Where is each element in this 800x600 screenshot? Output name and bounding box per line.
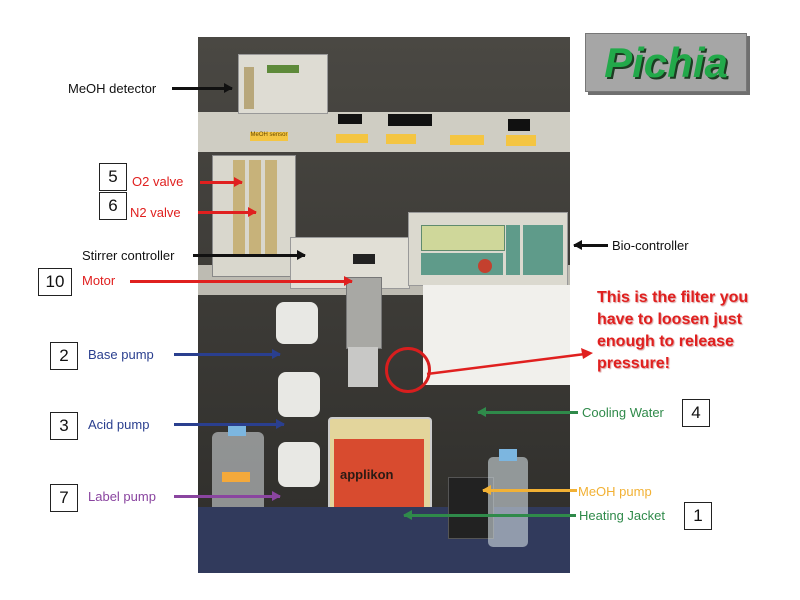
label-cooling-water: Cooling Water xyxy=(582,405,664,420)
arrow-motor xyxy=(130,276,353,286)
bottle-cap xyxy=(499,449,517,461)
label-bio-controller: Bio-controller xyxy=(612,238,689,253)
bio-controller-keypad xyxy=(523,225,563,275)
arrow-meoh-detector xyxy=(172,83,233,93)
label-n2-valve: N2 valve xyxy=(130,205,181,220)
number-box-label-pump: 7 xyxy=(50,484,78,512)
label-label-pump: Label pump xyxy=(88,489,156,504)
binder-clip xyxy=(338,114,362,124)
flowmeter xyxy=(244,67,254,109)
label-acid-pump: Acid pump xyxy=(88,417,150,432)
shelf-tag xyxy=(450,135,484,145)
arrow-n2-valve xyxy=(198,207,257,217)
bottle-label xyxy=(222,472,250,482)
filter-pointer-arrow xyxy=(426,348,593,376)
number-box-base-pump: 2 xyxy=(50,342,78,370)
acid-pump-device xyxy=(278,372,320,417)
meoh-bottle xyxy=(488,449,528,547)
shelf-tag xyxy=(506,135,536,146)
filter-note: This is the filter you have to loosen ju… xyxy=(597,287,748,375)
label-heating-jacket: Heating Jacket xyxy=(579,508,665,523)
flowmeter-tube xyxy=(233,160,245,256)
arrow-meoh-pump xyxy=(482,485,577,495)
arrow-acid-pump xyxy=(174,419,285,429)
label-stirrer-controller: Stirrer controller xyxy=(82,248,175,263)
sticker xyxy=(478,259,492,273)
motor-device xyxy=(346,277,382,349)
arrow-bio-controller xyxy=(573,240,608,250)
label-meoh-detector: MeOH detector xyxy=(68,81,157,96)
filter-note-line: enough to release xyxy=(597,333,734,350)
vessel-brand: applikon xyxy=(340,467,394,482)
arrow-o2-valve xyxy=(200,177,243,187)
label-pump-device xyxy=(278,442,320,487)
number-box-cooling-water: 4 xyxy=(682,399,710,427)
paper-sheet xyxy=(423,285,570,385)
arrow-cooling-water xyxy=(477,407,578,417)
bioreactor-photo: MeOH sensor applikon xyxy=(198,37,570,573)
bio-controller-keys xyxy=(506,225,520,275)
arrow-label-pump xyxy=(174,491,281,501)
label-motor: Motor xyxy=(82,273,116,288)
number-box-n2-valve: 6 xyxy=(99,192,127,220)
number-box-o2-valve: 5 xyxy=(99,163,127,191)
meoh-detector-device xyxy=(238,54,328,114)
bio-controller-device xyxy=(408,212,568,286)
number-box-heating-jacket: 1 xyxy=(684,502,712,530)
bio-controller-display xyxy=(421,225,505,251)
binder-clip xyxy=(388,114,432,126)
base-pump-device xyxy=(276,302,318,344)
shelf-tag: MeOH sensor xyxy=(250,132,288,141)
label-meoh-pump: MeOH pump xyxy=(578,484,652,499)
bottle-cap xyxy=(228,424,246,436)
shelf-tag xyxy=(336,134,368,143)
page-title: Pichia xyxy=(604,39,728,86)
label-o2-valve: O2 valve xyxy=(132,174,184,189)
stirrer-display xyxy=(353,254,375,264)
shelf-tag xyxy=(386,134,416,144)
filter-note-line: have to loosen just xyxy=(597,311,742,328)
arrow-heating-jacket xyxy=(403,510,576,520)
title-box: Pichia xyxy=(585,33,747,92)
filter-note-line: This is the filter you xyxy=(597,289,749,306)
number-box-acid-pump: 3 xyxy=(50,412,78,440)
flowmeter-tube xyxy=(265,160,277,256)
arrow-stirrer-controller xyxy=(193,250,306,260)
filter-highlight-circle xyxy=(385,347,431,393)
label-base-pump: Base pump xyxy=(88,347,154,362)
number-box-motor: 10 xyxy=(38,268,72,296)
motor-shaft xyxy=(348,347,378,387)
lcd-display xyxy=(267,65,299,73)
heating-jacket-wrap: applikon xyxy=(334,439,424,509)
arrow-base-pump xyxy=(174,349,281,359)
filter-note-line: pressure! xyxy=(597,355,670,372)
binder-clip xyxy=(508,119,530,131)
